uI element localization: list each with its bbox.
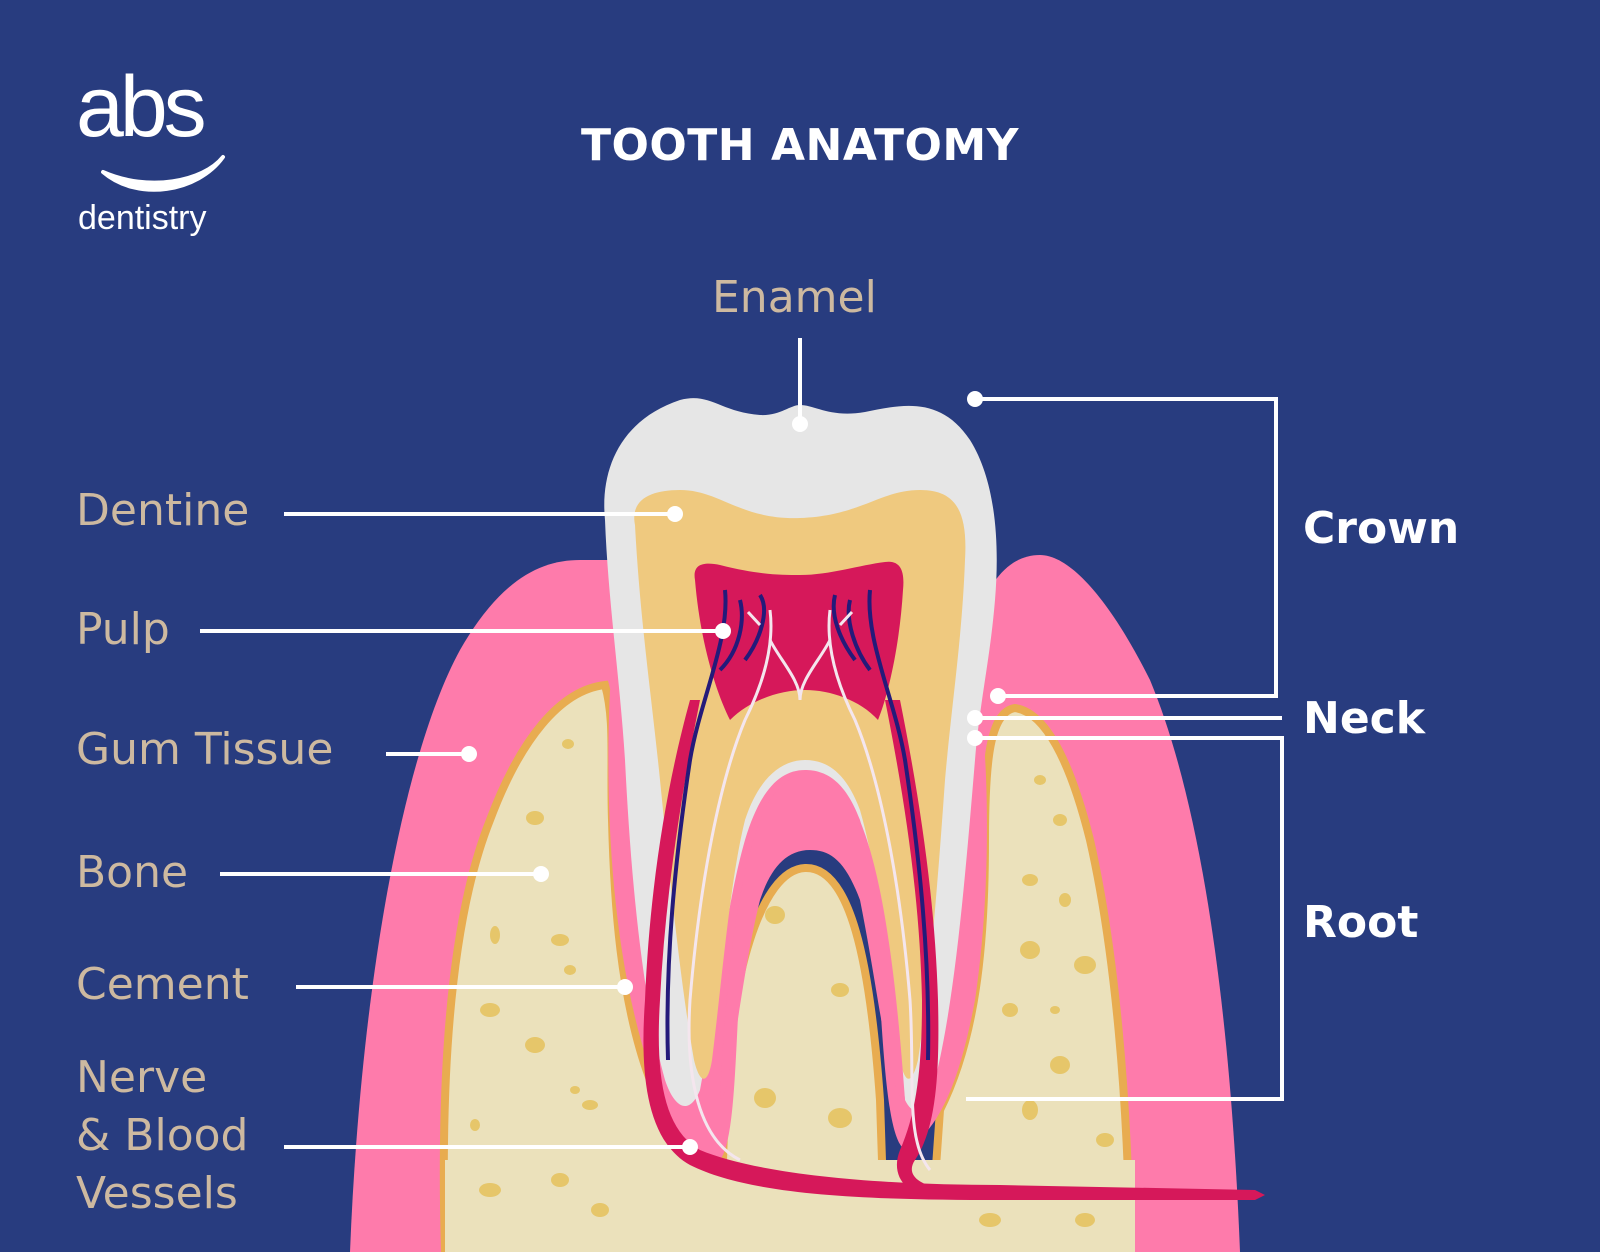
label-nerve-line1: Nerve <box>76 1052 208 1103</box>
label-nerve-line2: & Blood <box>76 1110 249 1161</box>
leader-lines <box>200 338 1284 1149</box>
label-enamel: Enamel <box>712 272 877 323</box>
region-root: Root <box>1303 897 1419 948</box>
region-crown: Crown <box>1303 503 1460 554</box>
label-gum-tissue: Gum Tissue <box>76 724 334 775</box>
vein-lines <box>665 589 931 1061</box>
nerve-lines <box>687 609 932 1171</box>
label-nerve-line3: Vessels <box>76 1168 238 1219</box>
region-neck: Neck <box>1303 693 1426 744</box>
logo-subtitle: dentistry <box>78 199 207 237</box>
label-cement: Cement <box>76 959 249 1010</box>
abs-dentistry-logo: abs dentistry <box>76 64 246 244</box>
label-dentine: Dentine <box>76 485 250 536</box>
page-title: TOOTH ANATOMY <box>580 120 1020 171</box>
leader-dots <box>461 391 1006 1155</box>
smile-icon <box>101 155 225 192</box>
label-bone: Bone <box>76 847 189 898</box>
bone-spots <box>470 739 1114 1227</box>
label-pulp: Pulp <box>76 604 170 655</box>
logo-brand: abs <box>76 59 207 155</box>
